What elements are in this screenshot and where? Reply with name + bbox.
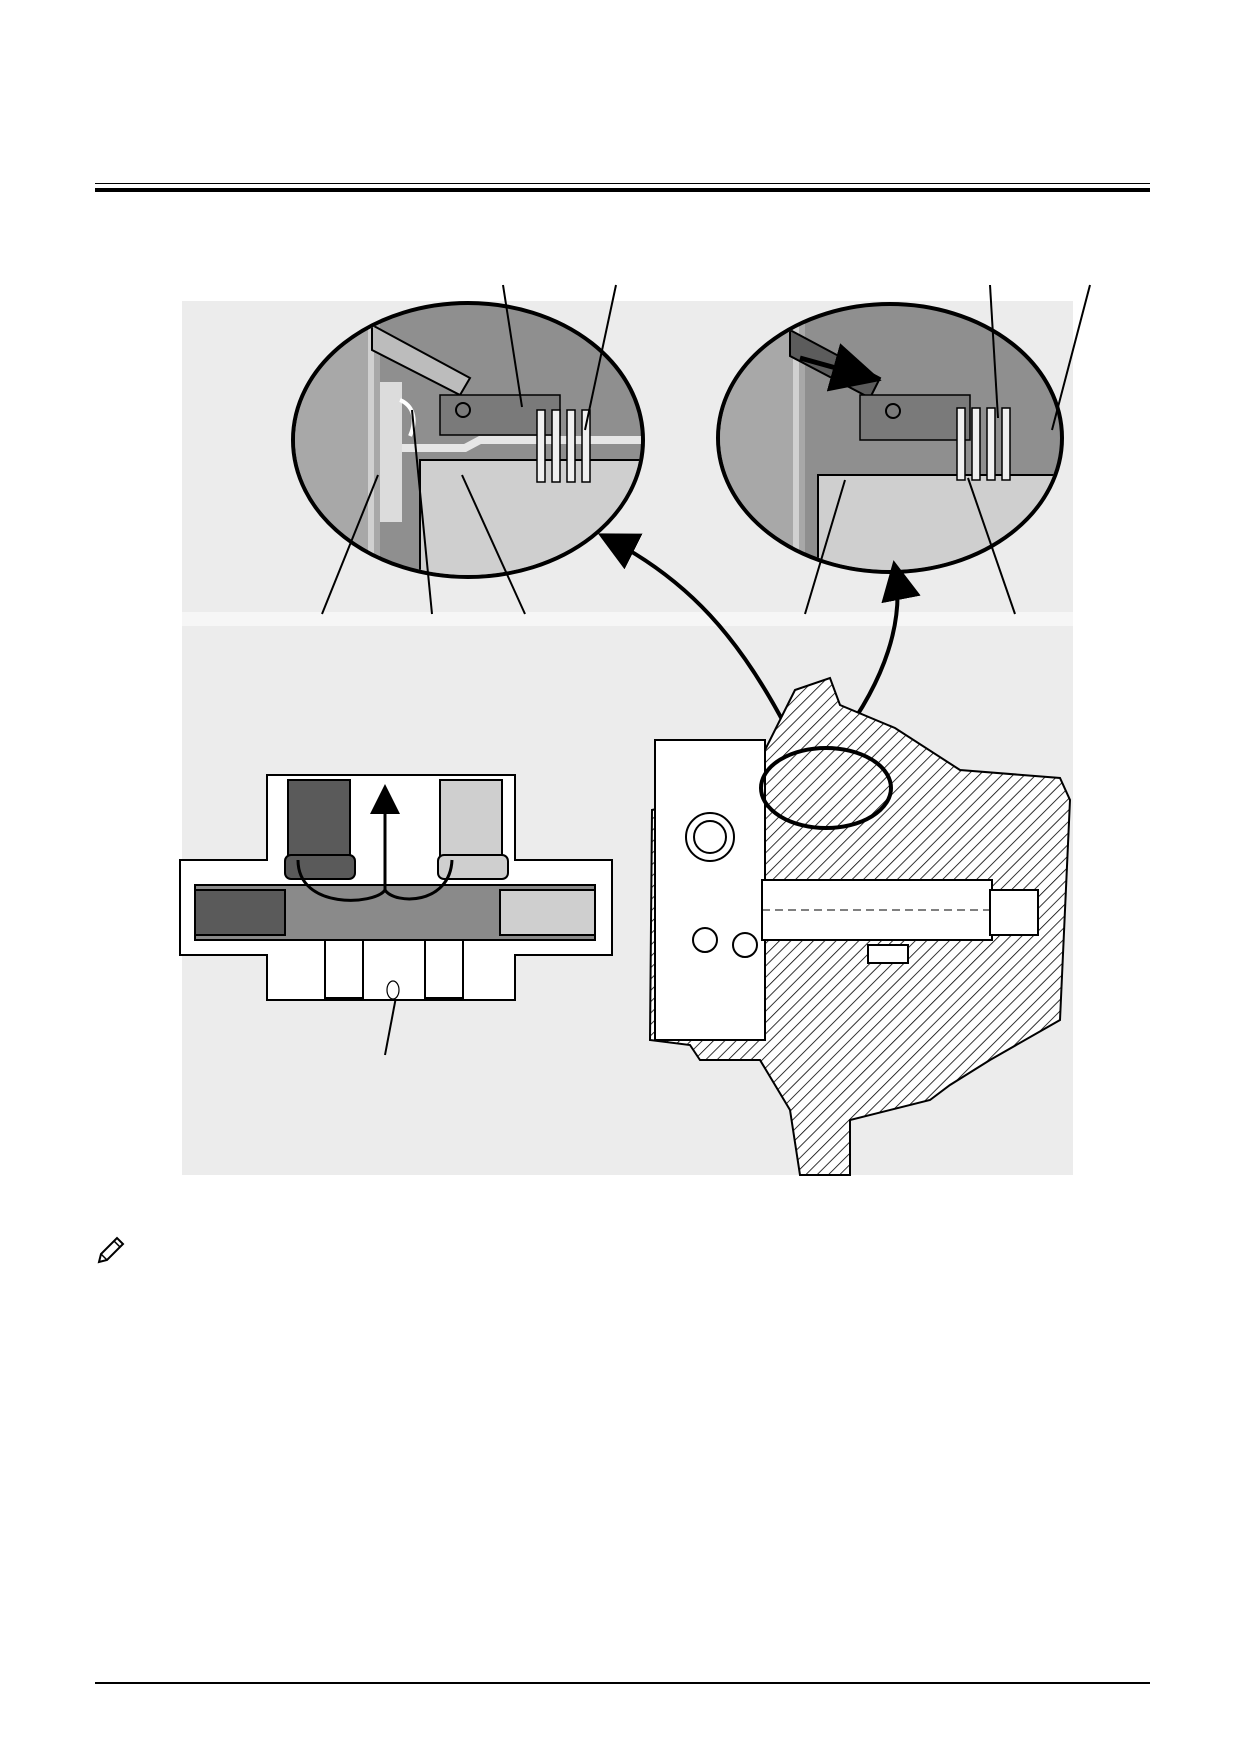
callout-leaders: [321, 284, 1091, 1056]
detail-view-left: [291, 301, 645, 579]
pencil-note-icon: [97, 1236, 125, 1264]
header-rule-thin: [95, 183, 1150, 184]
pump-housing-section: [648, 676, 1072, 1176]
control-valve-section: [179, 774, 613, 1001]
footer-rule: [95, 1682, 1150, 1684]
header-rule-thick: [95, 188, 1150, 192]
detail-view-right: [716, 302, 1064, 574]
